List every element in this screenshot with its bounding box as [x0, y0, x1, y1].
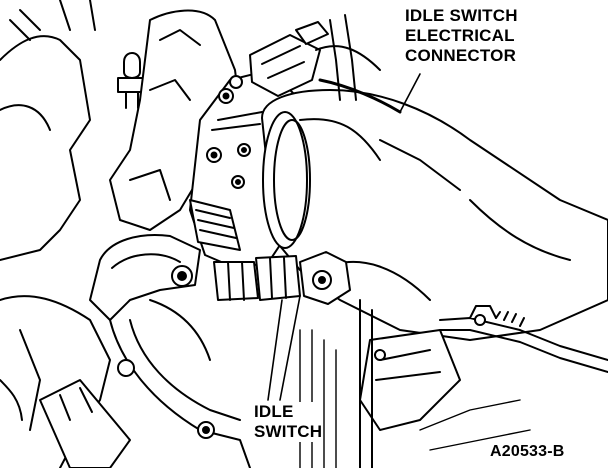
lower-tube [109, 299, 251, 468]
figure-id: A20533-B [490, 443, 565, 460]
lower-shading [299, 329, 531, 468]
mounting-bracket [109, 9, 241, 231]
wiring-harness [329, 14, 357, 101]
connector-label-line3: CONNECTOR [405, 46, 517, 65]
connector-label-line1: IDLE SWITCH [405, 6, 518, 25]
electrical-connector [249, 21, 402, 114]
throttle-cable [439, 305, 608, 373]
hose-bottom-left [39, 379, 131, 468]
cable-bracket [359, 299, 461, 468]
engine-block-left [0, 0, 111, 468]
connector-label-line2: ELECTRICAL [405, 26, 515, 45]
switch-label-line1: IDLE [254, 402, 294, 421]
leader-lines [267, 73, 421, 401]
switch-label-line2: SWITCH [254, 422, 323, 441]
idle-switch-callout: IDLE SWITCH [254, 402, 323, 442]
idle-switch-assembly [89, 199, 351, 321]
connector-callout: IDLE SWITCH ELECTRICAL CONNECTOR [405, 6, 518, 66]
intake-duct [261, 89, 608, 341]
